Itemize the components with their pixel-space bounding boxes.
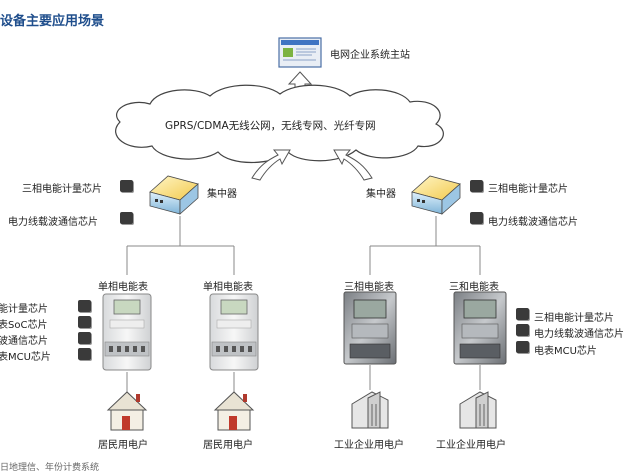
footnote: 日地理信、年份计费系统 xyxy=(0,463,100,473)
left-meter-chip-label-2: 表SoC芯片 xyxy=(0,320,48,331)
left-concentrator-label: 集中器 xyxy=(207,189,237,200)
right-concentrator-label: 集中器 xyxy=(366,189,396,200)
chip-icon xyxy=(470,180,483,192)
residential-house-1-icon xyxy=(106,391,148,431)
left-curved-arrow xyxy=(251,149,291,181)
factory-2-icon xyxy=(459,391,497,429)
right-concentrator-icon xyxy=(411,175,461,215)
meter-1-label: 单相电能表 xyxy=(98,282,148,293)
master-station-icon xyxy=(278,37,322,68)
chip-icon xyxy=(78,348,91,360)
right-meter-chip-label-1: 三相电能计量芯片 xyxy=(534,313,614,324)
left-conc-chip-label-1: 三相电能计量芯片 xyxy=(22,184,102,195)
right-conc-chip-label-2: 电力线载波通信芯片 xyxy=(488,217,578,228)
meter-4-label: 三和电能表 xyxy=(449,282,499,293)
user-4-label: 工业企业用电户 xyxy=(436,440,506,451)
right-conc-chip-label-1: 三相电能计量芯片 xyxy=(488,184,568,195)
right-meter-chip-label-2: 电力线载波通信芯片 xyxy=(534,329,624,340)
connector-lines xyxy=(126,216,481,392)
chip-icon xyxy=(470,212,483,224)
left-concentrator-icon xyxy=(149,175,199,215)
user-1-label: 居民用电户 xyxy=(98,440,148,451)
factory-1-icon xyxy=(351,391,389,429)
user-2-label: 居民用电户 xyxy=(203,440,253,451)
right-curved-arrow xyxy=(333,149,373,181)
single-phase-meter-1-icon xyxy=(102,293,152,371)
chip-icon xyxy=(120,180,133,192)
network-cloud-label: GPRS/CDMA无线公网，无线专网、光纤专网 xyxy=(165,120,376,132)
left-meter-chip-label-3: 波通信芯片 xyxy=(0,336,48,347)
left-conc-chip-label-2: 电力线载波通信芯片 xyxy=(8,217,98,228)
three-phase-meter-2-icon xyxy=(453,291,507,365)
single-phase-meter-2-icon xyxy=(209,293,259,371)
chip-icon xyxy=(120,212,133,224)
master-station-label: 电网企业系统主站 xyxy=(330,50,410,61)
three-phase-meter-1-icon xyxy=(343,291,397,365)
network-cloud xyxy=(115,84,444,164)
chip-icon xyxy=(516,324,529,336)
meter-2-label: 单相电能表 xyxy=(203,282,253,293)
chip-icon xyxy=(78,332,91,344)
chip-icon xyxy=(78,316,91,328)
left-meter-chip-label-1: 能计量芯片 xyxy=(0,304,48,315)
page-title: 设备主要应用场景 xyxy=(0,14,105,29)
user-3-label: 工业企业用电户 xyxy=(334,440,404,451)
left-meter-chip-label-4: 表MCU芯片 xyxy=(0,352,51,363)
right-meter-chip-label-3: 电表MCU芯片 xyxy=(534,346,597,357)
chip-icon xyxy=(516,341,529,353)
chip-icon xyxy=(78,300,91,312)
chip-icon xyxy=(516,308,529,320)
meter-3-label: 三相电能表 xyxy=(344,282,394,293)
residential-house-2-icon xyxy=(213,391,255,431)
